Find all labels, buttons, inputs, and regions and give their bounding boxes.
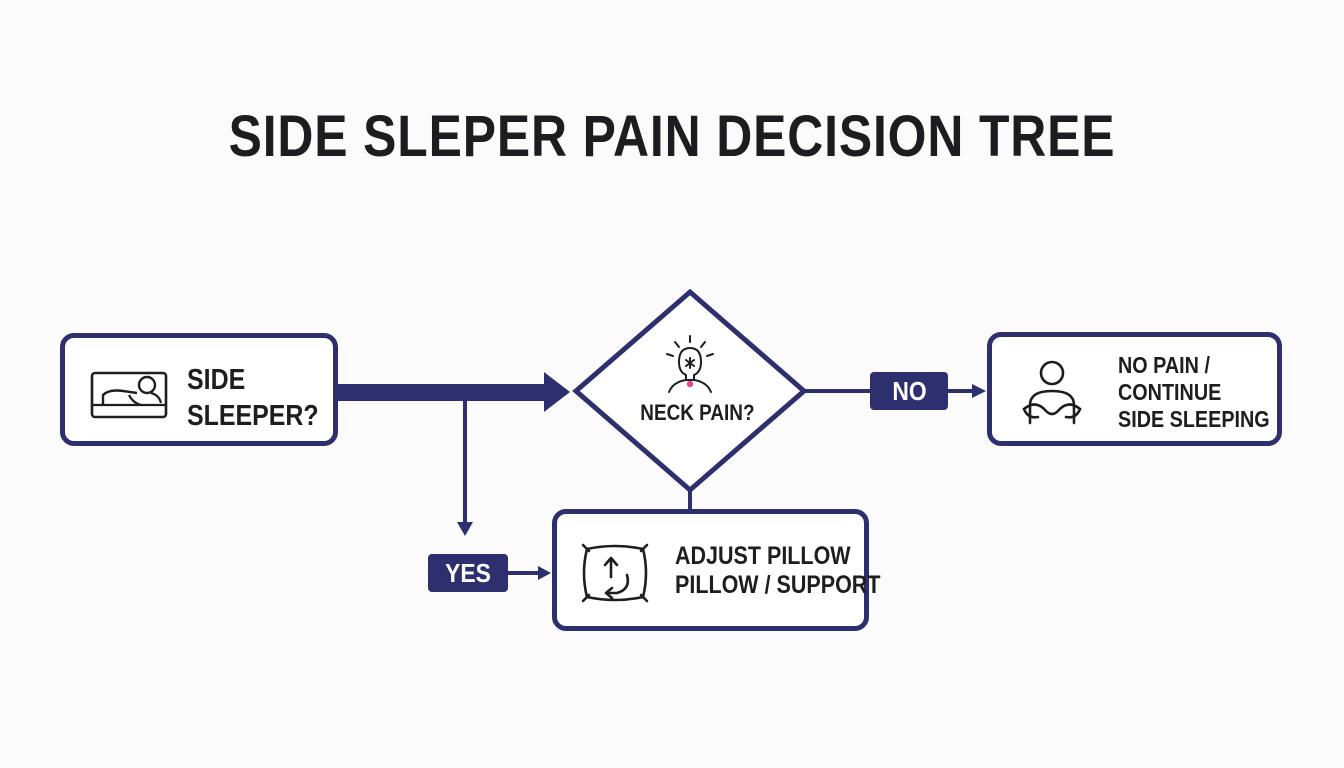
no-edge-label: NO xyxy=(870,372,948,410)
yes-to-adjust-arrowhead xyxy=(538,566,551,580)
person-icon xyxy=(1022,360,1082,425)
start-to-decision-connector xyxy=(336,384,548,401)
yes-outcome-line1: ADJUST PILLOW xyxy=(675,542,851,570)
yes-edge-text: YES xyxy=(445,558,491,588)
no-outcome-line2: CONTINUE xyxy=(1118,379,1222,405)
no-outcome-node[interactable]: NO PAIN / CONTINUE SIDE SLEEPING xyxy=(987,332,1282,446)
page-title: SIDE SLEPER PAIN DECISION TREE xyxy=(228,104,1116,169)
no-outcome-line1: NO PAIN / xyxy=(1118,352,1210,378)
yes-branch-arrowhead xyxy=(457,522,473,536)
decision-label-text: NECK PAIN? xyxy=(640,400,755,425)
yes-outcome-node[interactable]: ADJUST PILLOW PILLOW / SUPPORT xyxy=(552,509,880,631)
start-line1: SIDE xyxy=(187,364,246,396)
start-node[interactable]: SIDE SLEEPER? xyxy=(60,333,338,446)
decision-label: NECK PAIN? xyxy=(631,400,755,426)
start-label: SIDE SLEEPER? xyxy=(187,362,340,434)
decision-diamond xyxy=(572,288,808,494)
yes-outcome-line2: PILLOW / SUPPORT xyxy=(675,571,881,599)
start-to-decision-arrowhead xyxy=(544,372,570,412)
no-to-outcome-arrowhead xyxy=(972,384,986,398)
yes-edge-label: YES xyxy=(428,554,508,592)
start-line2: SLEEPER? xyxy=(187,400,319,432)
side-sleeper-icon xyxy=(90,371,168,419)
no-outcome-line3: SIDE SLEEPING xyxy=(1118,406,1270,432)
neck-pain-icon xyxy=(666,335,714,393)
yes-outcome-label: ADJUST PILLOW PILLOW / SUPPORT xyxy=(675,542,914,600)
no-outcome-label: NO PAIN / CONTINUE SIDE SLEEPING xyxy=(1118,352,1294,433)
pain-dot-icon xyxy=(686,380,694,388)
pillow-adjust-icon xyxy=(581,543,649,603)
no-edge-text: NO xyxy=(891,376,927,406)
